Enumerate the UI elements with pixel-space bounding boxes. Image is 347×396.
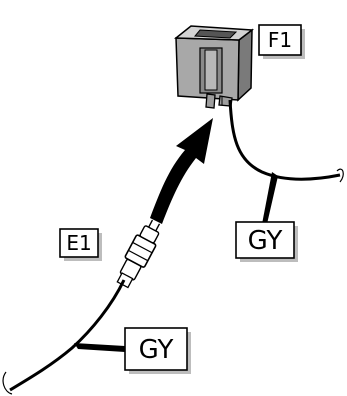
upper-wire-color-label: GY (248, 226, 283, 256)
lower-wire-cut-end (2, 371, 13, 395)
lower-tag-leader (74, 343, 125, 352)
upper-tag-leader (262, 172, 278, 224)
lower-wire (9, 279, 126, 392)
curved-arrow-icon (150, 118, 213, 224)
upper-wire (228, 99, 341, 181)
fuse-holder-icon (173, 25, 255, 109)
lower-wire-color-label: GY (139, 335, 174, 365)
connector-label-tag: E1 (59, 228, 102, 261)
fuse-label: F1 (268, 28, 292, 52)
upper-wire-cut-end (336, 168, 344, 183)
fuse-label-tag: F1 (258, 24, 305, 59)
lower-wire-color-tag: GY (124, 327, 191, 374)
plug-connector-icon (116, 219, 161, 289)
upper-wire-color-tag: GY (235, 221, 298, 262)
connector-label: E1 (66, 231, 91, 255)
